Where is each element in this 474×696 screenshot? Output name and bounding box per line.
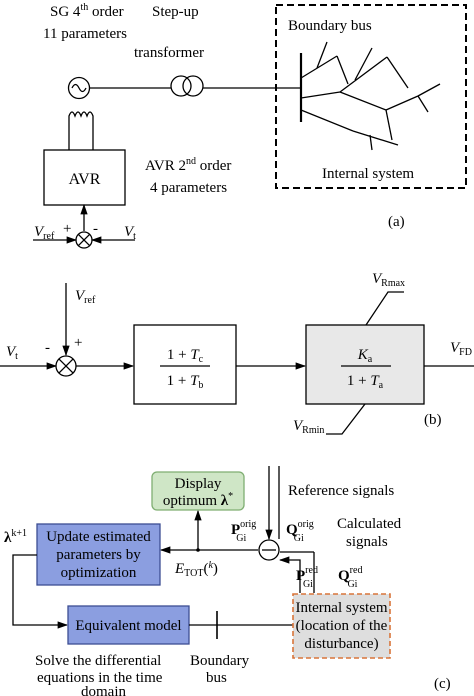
internal-system-line1: Internal system (295, 600, 387, 616)
display-optimum-line2: optimum λ* (163, 491, 233, 509)
plus-sign-b: + (74, 335, 82, 351)
avr-parameters-label: 4 parameters (150, 180, 227, 196)
part-a: SG 4th order 11 parameters Step-up trans… (33, 2, 467, 249)
plus-sign-a: + (63, 221, 71, 237)
lead-lag-numerator: 1 + Tc (167, 347, 204, 365)
minus-sign-b: - (45, 340, 50, 356)
internal-system-line2: (location of the (296, 618, 388, 634)
vt-label-b: Vt (6, 344, 18, 362)
solve-line2: equations in the time (37, 670, 163, 686)
transformer-coil-2-icon (182, 75, 204, 97)
avr-box-label: AVR (69, 171, 101, 188)
solve-line1: Solve the differential (35, 653, 161, 669)
part-b: Vref + Vt - 1 + Tc 1 + Tb Ka 1 + Ta VFD … (0, 271, 474, 436)
internal-system-label: Internal system (322, 166, 414, 182)
lead-lag-denominator: 1 + Tb (167, 373, 204, 391)
vrmin-label: VRmin (293, 418, 324, 436)
panel-label-b: (b) (424, 412, 442, 428)
internal-system-box (292, 593, 391, 659)
boundary-bus-label-c1: Boundary (190, 653, 250, 669)
rmin-limit-line (326, 403, 366, 435)
update-line2: parameters by (56, 547, 141, 563)
boundary-bus-label: Boundary bus (288, 18, 372, 34)
exciter-denominator: 1 + Ta (347, 373, 384, 391)
rmax-limit-line (365, 291, 404, 326)
sine-wave-icon (71, 83, 87, 93)
vfd-label: VFD (450, 340, 472, 358)
etot-label: ETOT(k) (174, 560, 218, 579)
lambda-feedback-arrow (12, 554, 69, 629)
vt-label-a: Vt (124, 224, 136, 242)
vrmax-label: VRmax (372, 271, 405, 289)
boundary-bus-label-c2: bus (206, 670, 227, 686)
internal-system-boundary (275, 4, 467, 189)
vref-label-a: Vref (34, 224, 55, 242)
display-optimum-line1: Display (175, 476, 222, 492)
calculated-signal-arrow (278, 556, 301, 593)
sg-order-label: SG 4th order (50, 2, 124, 20)
excitation-coil-icon (68, 111, 94, 127)
lambda-label: λk+1 (4, 528, 27, 546)
update-line1: Update estimated (46, 529, 151, 545)
solve-line3: domain (81, 684, 126, 696)
reference-signals-label: Reference signals (288, 483, 394, 499)
equivalent-model-label: Equivalent model (75, 618, 181, 634)
equivalent-model-box (67, 605, 190, 645)
update-line3: optimization (61, 565, 137, 581)
minus-sign-a: - (93, 221, 98, 237)
internal-system-line3: disturbance) (304, 636, 378, 652)
calculated-signals-line1: Calculated (337, 516, 402, 532)
transformer-label-1: Step-up (152, 4, 199, 20)
lead-lag-block (133, 324, 237, 405)
part-c: Display optimum λ* Update estimated para… (4, 466, 451, 696)
avr-order-label: AVR 2nd order (145, 156, 231, 174)
transformer-coil-1-icon (170, 75, 192, 97)
sg-parameters-label: 11 parameters (43, 26, 127, 42)
vref-label-b: Vref (75, 288, 96, 306)
exciter-block (305, 324, 425, 405)
update-parameters-box (36, 523, 161, 586)
panel-label-a: (a) (388, 214, 405, 230)
network-branches (300, 41, 441, 151)
panel-label-c: (c) (434, 676, 451, 692)
transformer-label-2: transformer (134, 45, 204, 61)
calculated-signals-line2: signals (346, 534, 388, 550)
exciter-numerator: Ka (357, 347, 373, 365)
